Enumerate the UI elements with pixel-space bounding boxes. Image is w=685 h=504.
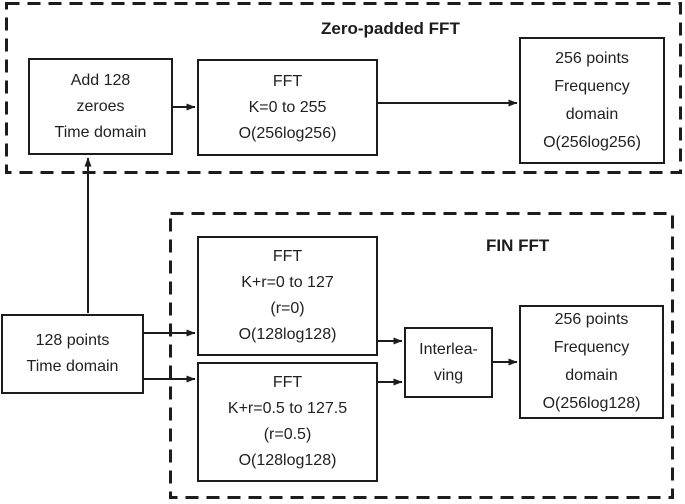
box-text-line: (r=0.5)	[263, 426, 312, 443]
interleaving-box: Interlea- ving	[404, 327, 493, 398]
box-text-line: K=0 to 255	[248, 98, 327, 116]
box-text-line: K+r=0.5 to 127.5	[227, 400, 348, 417]
box-text-line: O(128log128)	[238, 326, 337, 343]
box-text-line: (r=0)	[270, 300, 305, 317]
box-text-line: FFT	[272, 72, 303, 90]
box-text-line: 128 points	[35, 332, 110, 349]
zero-padded-group-title: Zero-padded FFT	[321, 19, 460, 38]
add-zeroes-box: Add 128 zeroes Time domain	[28, 58, 173, 155]
input-128-points-box: 128 points Time domain	[1, 314, 144, 394]
box-text-line: ving	[433, 366, 464, 384]
box-text-line: Add 128	[70, 71, 131, 89]
output-zero-padded-box: 256 points Frequency domain O(256log256)	[519, 37, 665, 164]
box-text-line: 256 points	[555, 49, 629, 67]
fft-r05-box: FFT K+r=0.5 to 127.5 (r=0.5) O(128log128…	[197, 362, 378, 482]
box-text-line: O(128log128)	[238, 452, 337, 469]
output-fin-box: 256 points Frequency domain O(256log128)	[519, 305, 664, 419]
box-text-line: FFT	[272, 374, 303, 391]
box-text-line: 256 points	[554, 311, 629, 328]
fft-zero-padded-box: FFT K=0 to 255 O(256log256)	[197, 59, 378, 156]
box-text-line: Frequency	[553, 339, 630, 356]
box-text-line: O(256log128)	[542, 395, 641, 412]
box-text-line: Frequency	[554, 77, 630, 95]
box-text-line: Time domain	[26, 358, 119, 375]
box-text-line: Interlea-	[419, 340, 478, 358]
box-text-line: O(256log256)	[543, 133, 641, 151]
fin-group-title: FIN FFT	[486, 236, 550, 255]
fft-r0-box: FFT K+r=0 to 127 (r=0) O(128log128)	[197, 236, 378, 356]
box-text-line: FFT	[272, 248, 303, 265]
box-text-line: Time domain	[54, 123, 147, 141]
box-text-line: K+r=0 to 127	[241, 274, 334, 291]
box-text-line: O(256log256)	[238, 124, 337, 142]
box-text-line: zeroes	[76, 97, 125, 115]
box-text-line: domain	[565, 105, 619, 123]
box-text-line: domain	[565, 367, 618, 384]
